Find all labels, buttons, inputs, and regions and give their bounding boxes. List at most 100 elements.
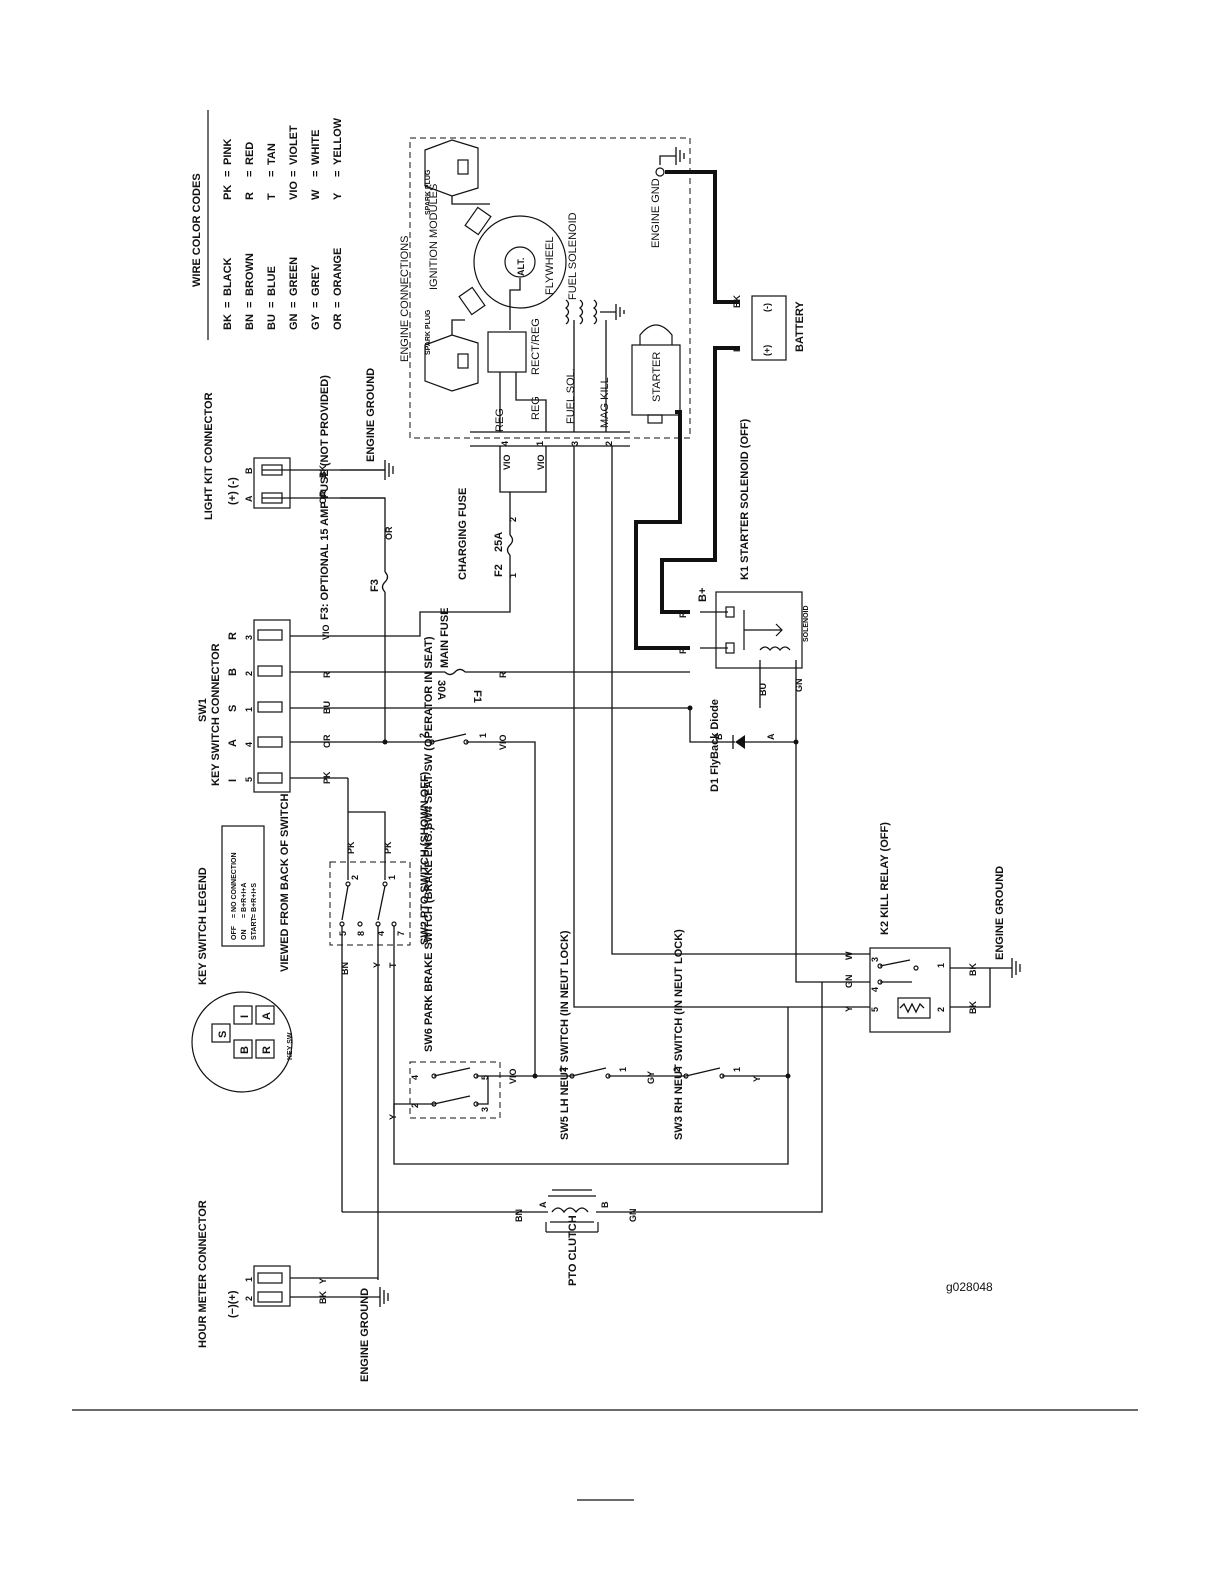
svg-text:B: B bbox=[714, 733, 724, 740]
svg-text:BU: BU bbox=[758, 683, 768, 696]
svg-text:W: W bbox=[310, 189, 322, 200]
svg-text:BU: BU bbox=[266, 314, 278, 330]
svg-text:R: R bbox=[261, 1046, 273, 1054]
svg-text:2: 2 bbox=[244, 1296, 254, 1301]
svg-text:Y: Y bbox=[388, 1114, 398, 1120]
svg-text:A: A bbox=[261, 1012, 273, 1020]
svg-text:B: B bbox=[244, 467, 254, 474]
svg-text:R: R bbox=[732, 345, 742, 352]
battery-positive-cable bbox=[660, 346, 740, 614]
svg-text:OR: OR bbox=[384, 526, 394, 540]
svg-text:BK: BK bbox=[318, 465, 328, 478]
svg-text:= NO CONNECTION: = NO CONNECTION bbox=[231, 852, 238, 918]
svg-text:VIEWED FROM BACK OF SWITCH: VIEWED FROM BACK OF SWITCH bbox=[279, 794, 291, 972]
svg-text:GREY: GREY bbox=[310, 264, 322, 296]
svg-text:FUEL SOLENOID: FUEL SOLENOID bbox=[567, 212, 579, 300]
engine-harness-pins: 4 1 3 2 REG REG FUEL SOL. MAG KILL bbox=[470, 368, 630, 447]
svg-text:7: 7 bbox=[396, 931, 406, 936]
svg-text:2: 2 bbox=[418, 733, 428, 738]
svg-text:HOUR METER CONNECTOR: HOUR METER CONNECTOR bbox=[197, 1200, 209, 1348]
svg-text:1: 1 bbox=[244, 707, 254, 712]
svg-text:1: 1 bbox=[478, 733, 488, 738]
svg-text:ALT.: ALT. bbox=[516, 258, 526, 276]
svg-text:BROWN: BROWN bbox=[244, 253, 256, 296]
svg-text:8: 8 bbox=[356, 931, 366, 936]
svg-text:B+: B+ bbox=[697, 588, 709, 602]
battery: (-) (+) BATTERY BK R bbox=[732, 295, 806, 361]
svg-text:4: 4 bbox=[410, 1075, 420, 1080]
sw2-pto-switch: PK PK 2 1 5 8 4 7 BN Y T SW2 PTO SWITCH … bbox=[329, 771, 431, 1280]
k1-starter-solenoid: SOLENOID K1 STARTER SOLENOID (OFF) B+ R … bbox=[678, 419, 810, 955]
svg-text:A: A bbox=[244, 495, 254, 502]
svg-text:= B+R+I+S: = B+R+I+S bbox=[251, 883, 258, 918]
svg-text:=: = bbox=[244, 171, 256, 177]
svg-text:GN: GN bbox=[628, 1209, 638, 1223]
d1-flyback-diode: B A D1 FlyBack Diode bbox=[687, 699, 799, 792]
svg-text:1: 1 bbox=[936, 963, 946, 968]
svg-text:PTO CLUTCH: PTO CLUTCH bbox=[567, 1215, 579, 1286]
svg-text:PK: PK bbox=[346, 841, 356, 854]
svg-text:1: 1 bbox=[732, 1067, 742, 1072]
key-switch-face: S I A B R KEY SW bbox=[191, 991, 294, 1093]
ignition-module-top bbox=[464, 206, 492, 236]
svg-text:RED: RED bbox=[244, 142, 256, 165]
svg-text:B: B bbox=[227, 668, 239, 676]
ignition-module-bottom bbox=[458, 286, 486, 316]
svg-text:SW2 PTO SWITCH (SHOWN OFF): SW2 PTO SWITCH (SHOWN OFF) bbox=[419, 771, 431, 945]
document-id: g028048 bbox=[946, 1280, 993, 1294]
svg-text:START: START bbox=[251, 916, 258, 940]
svg-text:2: 2 bbox=[672, 1067, 682, 1072]
svg-text:SW1: SW1 bbox=[197, 698, 209, 722]
flywheel bbox=[473, 215, 567, 309]
svg-text:1: 1 bbox=[535, 441, 545, 446]
svg-text:2: 2 bbox=[558, 1067, 568, 1072]
svg-text:F1: F1 bbox=[471, 690, 483, 703]
svg-text:=: = bbox=[244, 302, 256, 308]
color-codes-left-col: BK = BLACK BN = BROWN BU = BLUE GN = GRE… bbox=[222, 248, 344, 330]
svg-text:R: R bbox=[244, 192, 256, 200]
ignition-modules-label: IGNITION MODULES bbox=[428, 184, 440, 290]
svg-text:1: 1 bbox=[387, 875, 397, 880]
engine-connections: ENGINE CONNECTIONS SPARK PLUG SPARK PLUG… bbox=[399, 137, 691, 447]
svg-text:I: I bbox=[227, 779, 239, 782]
key-switch-connector: SW1 KEY SWITCH CONNECTOR R 3 B 2 S 1 A 4… bbox=[197, 619, 690, 793]
light-kit-connector: LIGHT KIT CONNECTOR (+) (-) B A BK OR bbox=[203, 392, 385, 520]
svg-text:S: S bbox=[227, 705, 239, 712]
svg-text:3: 3 bbox=[480, 1107, 490, 1112]
engine-connections-title: ENGINE CONNECTIONS bbox=[399, 235, 411, 362]
svg-text:SW4 SEAT SW (OPERATOR IN SEAT): SW4 SEAT SW (OPERATOR IN SEAT) bbox=[423, 636, 435, 830]
svg-text:3: 3 bbox=[244, 635, 254, 640]
svg-text:MAIN FUSE: MAIN FUSE bbox=[439, 608, 451, 669]
svg-text:1: 1 bbox=[244, 1277, 254, 1282]
svg-text:5: 5 bbox=[870, 1007, 880, 1012]
svg-text:OR: OR bbox=[332, 313, 344, 330]
flywheel-label: FLYWHEEL bbox=[544, 237, 556, 295]
svg-text:FUEL SOL.: FUEL SOL. bbox=[565, 368, 577, 424]
svg-text:SW6 PARK BRAKE SWITCH (BRAKE E: SW6 PARK BRAKE SWITCH (BRAKE ENG.) bbox=[423, 826, 435, 1052]
svg-text:BN: BN bbox=[514, 1209, 524, 1222]
svg-text:PINK: PINK bbox=[222, 139, 234, 165]
svg-text:5: 5 bbox=[244, 777, 254, 782]
svg-text:(-): (-) bbox=[762, 303, 772, 312]
svg-text:CHARGING FUSE: CHARGING FUSE bbox=[457, 488, 469, 580]
svg-text:GN: GN bbox=[288, 313, 300, 330]
svg-text:OR: OR bbox=[322, 734, 332, 748]
svg-text:STARTER: STARTER bbox=[651, 352, 663, 402]
sw5-lh-neutral-switch: 2 1 GY SW5 LH NEUT SWITCH (IN NEUT LOCK) bbox=[535, 930, 678, 1140]
svg-text:VIO: VIO bbox=[508, 1068, 518, 1084]
svg-text:BK: BK bbox=[968, 963, 978, 976]
svg-text:VIO: VIO bbox=[498, 734, 508, 750]
svg-text:F3: OPTIONAL 15 AMP FUSE (NOT: F3: OPTIONAL 15 AMP FUSE (NOT PROVIDED) bbox=[319, 375, 331, 620]
svg-text:1: 1 bbox=[508, 573, 518, 578]
svg-text:BK: BK bbox=[968, 1001, 978, 1014]
svg-text:TAN: TAN bbox=[266, 143, 278, 165]
svg-text:4: 4 bbox=[244, 742, 254, 747]
svg-text:GREEN: GREEN bbox=[288, 257, 300, 296]
svg-text:2: 2 bbox=[936, 1007, 946, 1012]
rect-reg-label: RECT/REG bbox=[530, 318, 542, 375]
svg-text:=: = bbox=[266, 302, 278, 308]
svg-text:OFF: OFF bbox=[231, 925, 238, 940]
hour-meter-connector: 1 2 Y BK HOUR METER CONNECTOR (−)(+) ENG… bbox=[197, 1200, 389, 1382]
